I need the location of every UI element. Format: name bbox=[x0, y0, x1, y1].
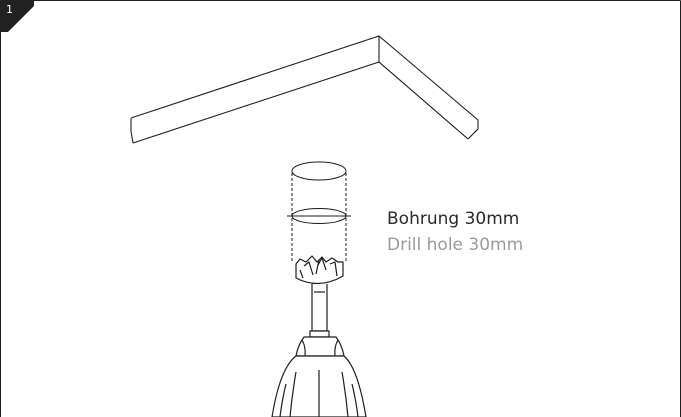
drill-hole-label-english: Drill hole 30mm bbox=[387, 235, 524, 255]
step-badge-shape bbox=[0, 0, 34, 32]
drill-hole-cylinder bbox=[287, 161, 351, 262]
step-number: 1 bbox=[6, 3, 13, 16]
step-badge: 1 bbox=[0, 0, 34, 32]
forstner-bit bbox=[295, 255, 344, 285]
drill-shank bbox=[309, 284, 330, 338]
drill-hole-label-german: Bohrung 30mm bbox=[387, 209, 520, 229]
drill-chuck bbox=[271, 336, 367, 417]
board-outline bbox=[130, 35, 479, 144]
